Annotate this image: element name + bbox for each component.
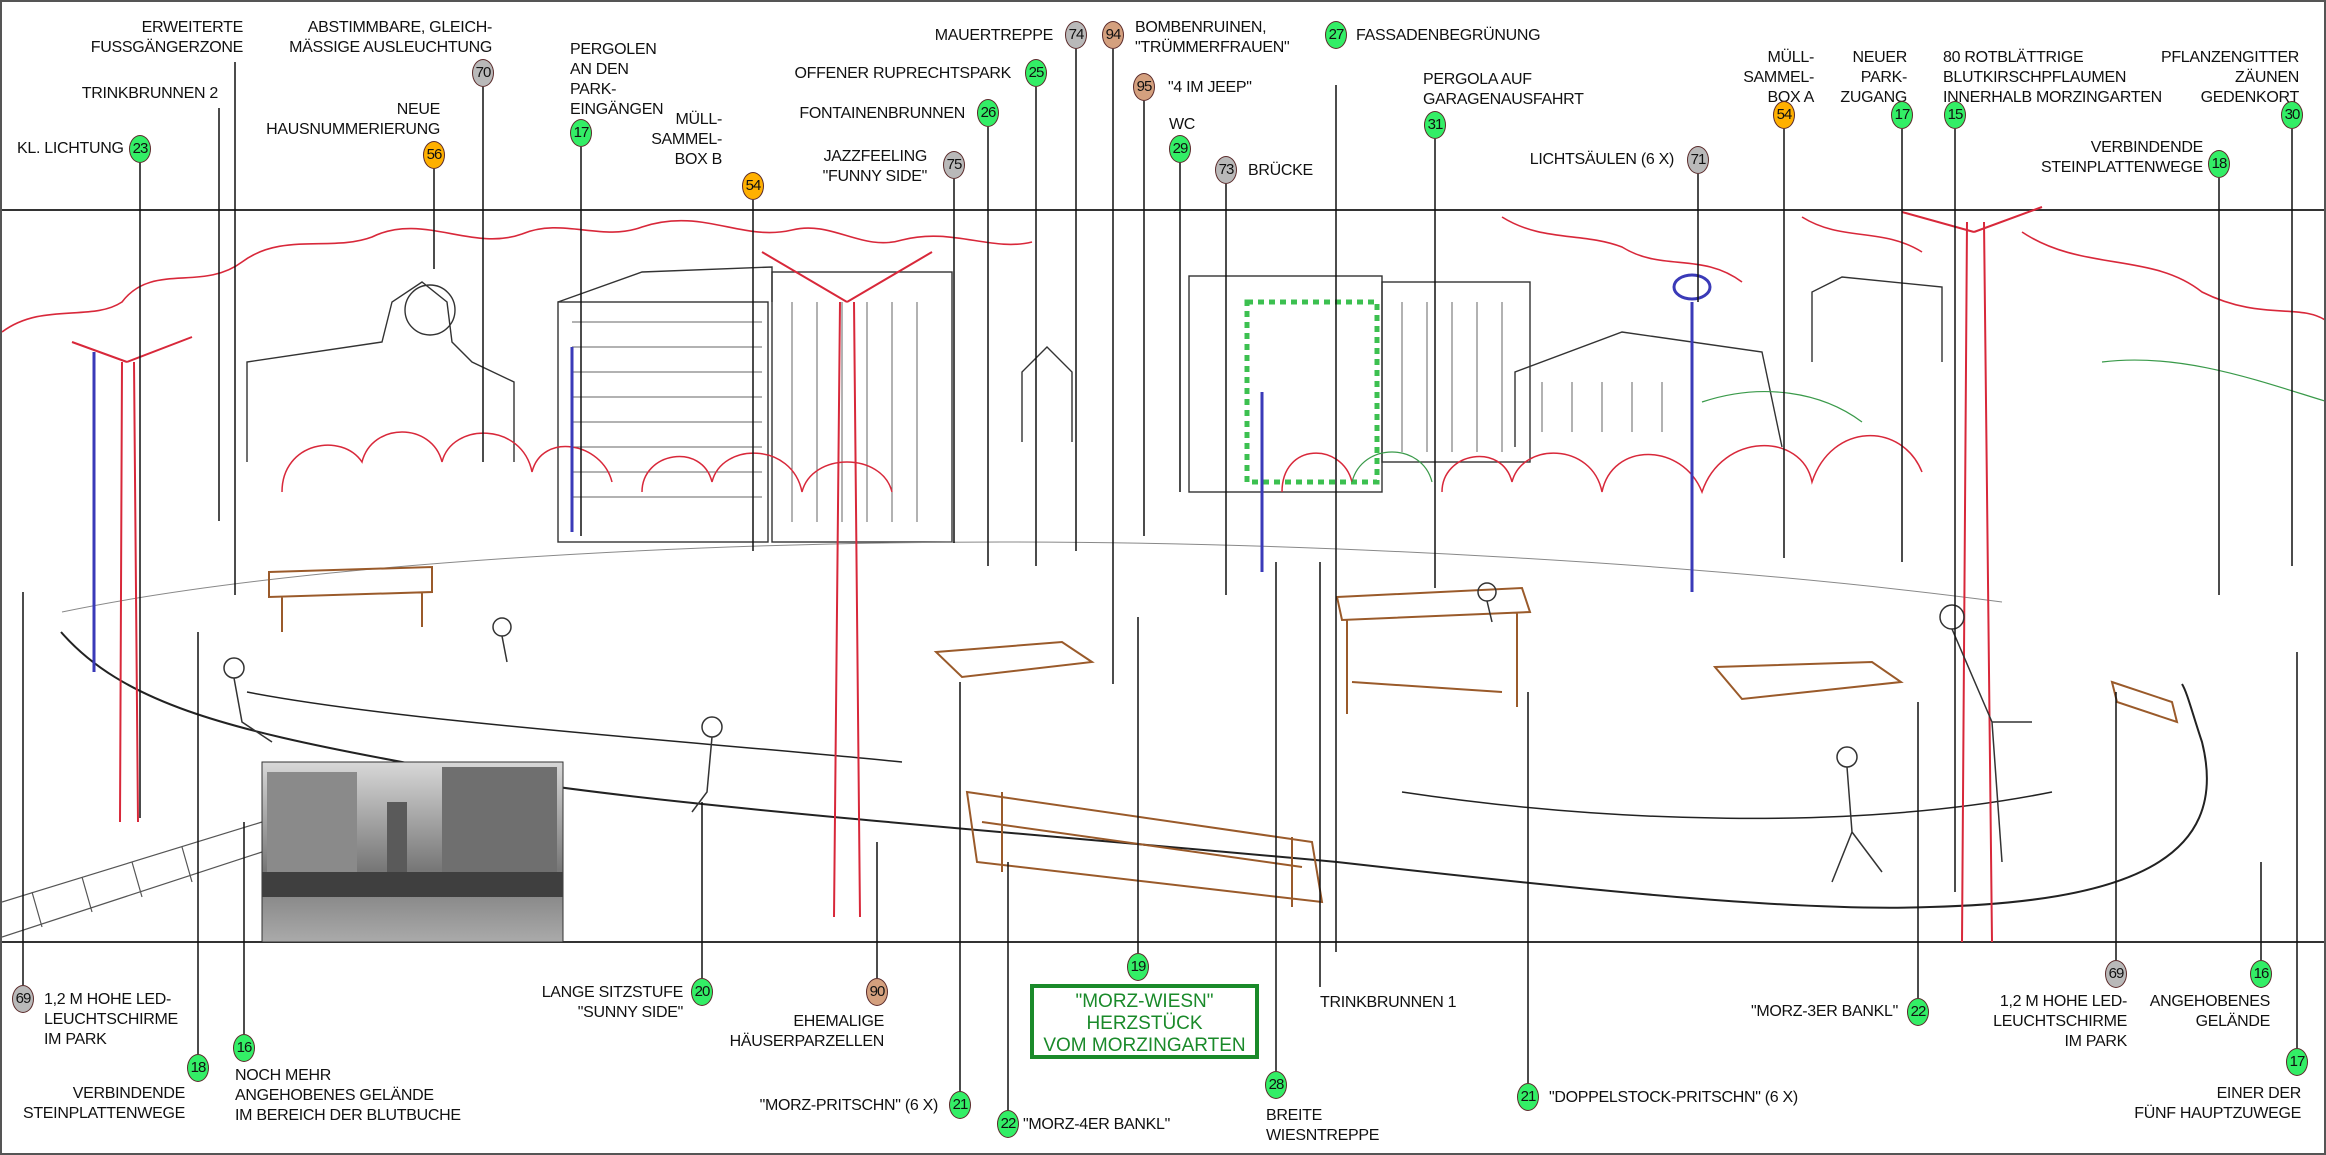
marker-70: 70 <box>472 59 494 87</box>
wooden-furniture <box>268 565 2179 907</box>
tree-canopy-outline <box>2 216 2324 333</box>
park-path-curve <box>60 631 2208 909</box>
blutbuche-trees <box>71 206 2043 943</box>
label-steinplattenwege-bottom: VERBINDENDE STEINPLATTENWEGE <box>22 1085 185 1122</box>
marker-54: 54 <box>742 172 764 200</box>
label-morz-4er-bankl: "MORZ-4ER BANKL" <box>1023 1116 1171 1133</box>
marker-25: 25 <box>1025 59 1047 87</box>
marker-23: 23 <box>129 135 151 163</box>
label-ruprechtspark: OFFENER RUPRECHTSPARK <box>794 65 1011 82</box>
highlight-morz-wiesn: "MORZ-WIESN" HERZSTÜCK VOM MORZINGARTEN <box>1030 984 1259 1059</box>
marker-56: 56 <box>423 141 445 169</box>
marker-27: 27 <box>1325 21 1347 49</box>
label-breite-wiesntreppe: BREITE WIESNTREPPE <box>1266 1107 1380 1144</box>
marker-17: 17 <box>570 119 592 147</box>
label-kl-lichtung: KL. LICHTUNG <box>17 140 124 157</box>
green-trees <box>1351 359 2324 483</box>
label-haeuserparzellen: EHEMALIGE HÄUSERPARZELLEN <box>729 1013 885 1050</box>
label-steinplattenwege-top: VERBINDENDE STEINPLATTENWEGE <box>2040 139 2203 176</box>
label-muellbox-b: MÜLL- SAMMEL- BOX B <box>651 111 722 168</box>
label-trinkbrunnen-2: TRINKBRUNNEN 2 <box>81 85 219 102</box>
label-pflanzengitter: PFLANZENGITTER ZÄUNEN GEDENKORT <box>2160 49 2299 106</box>
label-bombenruinen: BOMBENRUINEN, "TRÜMMERFRAUEN" <box>1135 19 1290 56</box>
label-fassadenbegruenung: FASSADENBEGRÜNUNG <box>1356 27 1541 44</box>
label-doppelstock-pritschn: "DOPPELSTOCK-PRITSCHN" (6 X) <box>1549 1089 1798 1106</box>
label-trinkbrunnen-1: TRINKBRUNNEN 1 <box>1320 994 1457 1011</box>
marker-30: 30 <box>2281 101 2303 129</box>
tree-row <box>281 431 1923 495</box>
label-hauptzuwege: EINER DER FÜNF HAUPTZUWEGE <box>2134 1085 2301 1122</box>
marker-22: 22 <box>997 1110 1019 1138</box>
marker-19: 19 <box>1127 953 1149 981</box>
label-bruecke: BRÜCKE <box>1248 162 1313 179</box>
label-pergola-garagenausfahrt: PERGOLA AUF GARAGENAUSFAHRT <box>1423 71 1584 108</box>
marker-73: 73 <box>1215 156 1237 184</box>
label-angehobenes-gelaende: ANGEHOBENES GELÄNDE <box>2149 993 2271 1030</box>
marker-17-c: 17 <box>2286 1048 2308 1076</box>
label-4-im-jeep: "4 IM JEEP" <box>1168 79 1252 96</box>
marker-16-b: 16 <box>2250 960 2272 988</box>
label-hausnummerierung: NEUE HAUSNUMMERIERUNG <box>266 101 440 138</box>
marker-20: 20 <box>691 978 713 1006</box>
label-jazzfeeling: JAZZFEELING "FUNNY SIDE" <box>822 148 928 185</box>
marker-31: 31 <box>1424 111 1446 139</box>
stone-paving <box>2 821 263 938</box>
label-mauertreppe: MAUERTREPPE <box>934 27 1054 44</box>
label-led-leuchtschirme-left: 1,2 M HOHE LED- LEUCHTSCHIRME IM PARK <box>44 991 178 1048</box>
label-led-leuchtschirme-right: 1,2 M HOHE LED- LEUCHTSCHIRME IM PARK <box>1993 993 2127 1050</box>
marker-90: 90 <box>866 978 888 1006</box>
marker-75: 75 <box>943 151 965 179</box>
building-windows <box>572 302 1693 522</box>
label-erweiterte-fussgaengerzone: ERWEITERTE FUSSGÄNGERZONE <box>90 19 244 56</box>
marker-17-b: 17 <box>1891 101 1913 129</box>
label-muellbox-a: MÜLL- SAMMEL- BOX A <box>1743 49 1814 106</box>
marker-69: 69 <box>12 985 34 1013</box>
label-morz-3er-bankl: "MORZ-3ER BANKL" <box>1750 1003 1898 1020</box>
buildings <box>246 266 1943 543</box>
marker-71: 71 <box>1687 146 1709 174</box>
marker-74: 74 <box>1065 21 1087 49</box>
marker-15: 15 <box>1944 101 1966 129</box>
marker-18: 18 <box>2208 150 2230 178</box>
light-columns <box>92 273 1712 672</box>
label-noch-mehr-gelaende: NOCH MEHR ANGEHOBENES GELÄNDE IM BEREICH… <box>235 1067 461 1124</box>
marker-95: 95 <box>1133 73 1155 101</box>
marker-18-bottom: 18 <box>187 1054 209 1082</box>
label-wc: WC <box>1169 116 1196 133</box>
marker-54-a: 54 <box>1773 101 1795 129</box>
marker-22-b: 22 <box>1907 998 1929 1026</box>
marker-94: 94 <box>1102 21 1124 49</box>
marker-21-b: 21 <box>1517 1083 1539 1111</box>
green-facade <box>1244 299 1380 485</box>
marker-29: 29 <box>1169 135 1191 163</box>
label-blutkirschpflaumen: 80 ROTBLÄTTRIGE BLUTKIRSCHPFLAUMEN INNER… <box>1943 49 2162 106</box>
inner-path-curve <box>246 691 2053 820</box>
label-lichtsaeulen: LICHTSÄULEN (6 X) <box>1529 151 1675 168</box>
marker-21: 21 <box>949 1091 971 1119</box>
marker-69-b: 69 <box>2105 960 2127 988</box>
people-figures <box>223 582 2032 883</box>
label-neuer-parkzugang: NEUER PARK- ZUGANG <box>1840 49 1907 106</box>
label-fontainenbrunnen: FONTAINENBRUNNEN <box>799 105 965 122</box>
label-morz-pritschn: "MORZ-PRITSCHN" (6 X) <box>759 1097 939 1114</box>
label-ausleuchtung: ABSTIMMBARE, GLEICH- MÄSSIGE AUSLEUCHTUN… <box>289 19 492 56</box>
marker-28: 28 <box>1265 1071 1287 1099</box>
label-pergolen: PERGOLEN AN DEN PARK- EINGÄNGEN <box>570 41 664 118</box>
reference-photo <box>261 761 564 943</box>
label-lange-sitzstufe: LANGE SITZSTUFE "SUNNY SIDE" <box>541 984 684 1021</box>
marker-26: 26 <box>977 99 999 127</box>
marker-16: 16 <box>233 1034 255 1062</box>
